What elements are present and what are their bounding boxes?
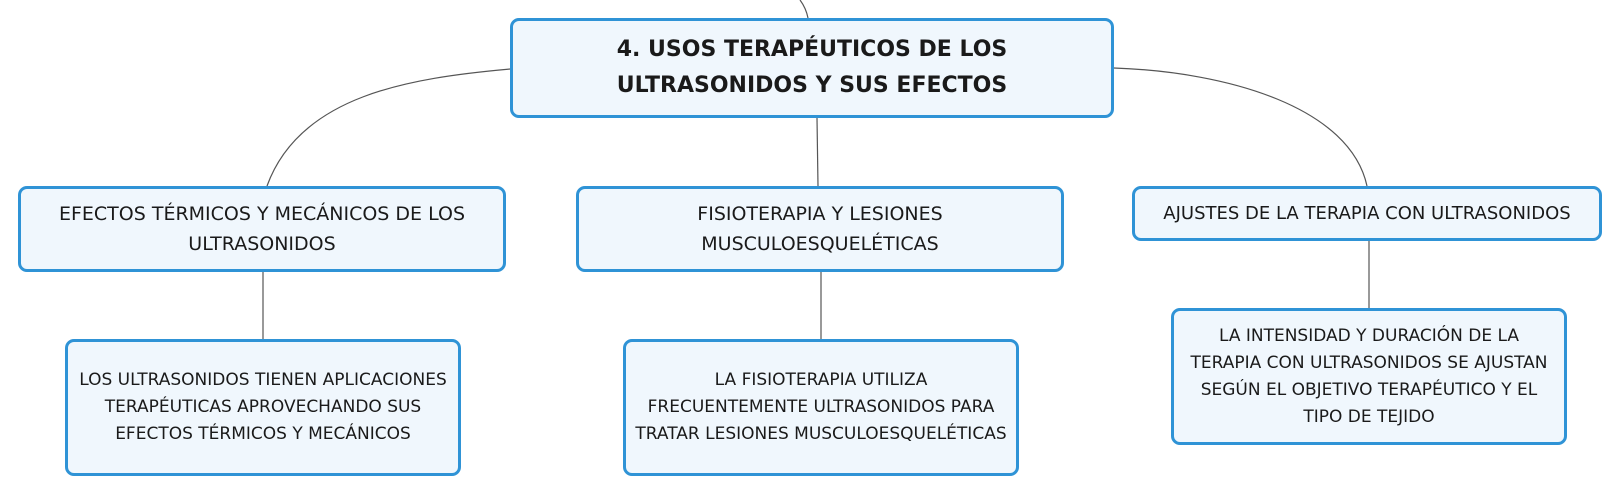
connector-root-to-branch-1 [266, 68, 511, 187]
branch-label: EFECTOS TÉRMICOS Y MECÁNICOS DE LOS ULTR… [58, 203, 466, 255]
connector-root-to-branch-3 [1113, 67, 1368, 187]
branch-node-ajustes[interactable]: AJUSTES DE LA TERAPIA CON ULTRASONIDOS [1132, 186, 1602, 241]
leaf-node-fisioterapia[interactable]: LA FISIOTERAPIA UTILIZA FRECUENTEMENTE U… [623, 339, 1019, 476]
root-topic-label: 4. USOS TERAPÉUTICOS DE LOS ULTRASONIDOS… [616, 37, 1008, 98]
connector-root-to-branch-2 [816, 117, 819, 187]
branch-node-fisioterapia[interactable]: FISIOTERAPIA Y LESIONES MUSCULOESQUELÉTI… [576, 186, 1064, 272]
leaf-node-ajustes[interactable]: LA INTENSIDAD Y DURACIÓN DE LA TERAPIA C… [1171, 308, 1567, 445]
root-topic-node[interactable]: 4. USOS TERAPÉUTICOS DE LOS ULTRASONIDOS… [510, 18, 1114, 118]
leaf-label: LA INTENSIDAD Y DURACIÓN DE LA TERAPIA C… [1190, 325, 1548, 427]
leaf-node-efectos[interactable]: LOS ULTRASONIDOS TIENEN APLICACIONES TER… [65, 339, 461, 476]
connector-parent-to-root [799, 0, 809, 19]
branch-label: AJUSTES DE LA TERAPIA CON ULTRASONIDOS [1163, 202, 1571, 224]
branch-node-efectos[interactable]: EFECTOS TÉRMICOS Y MECÁNICOS DE LOS ULTR… [18, 186, 506, 272]
branch-label: FISIOTERAPIA Y LESIONES MUSCULOESQUELÉTI… [697, 203, 943, 255]
leaf-label: LA FISIOTERAPIA UTILIZA FRECUENTEMENTE U… [635, 370, 1007, 444]
leaf-label: LOS ULTRASONIDOS TIENEN APLICACIONES TER… [79, 370, 447, 444]
